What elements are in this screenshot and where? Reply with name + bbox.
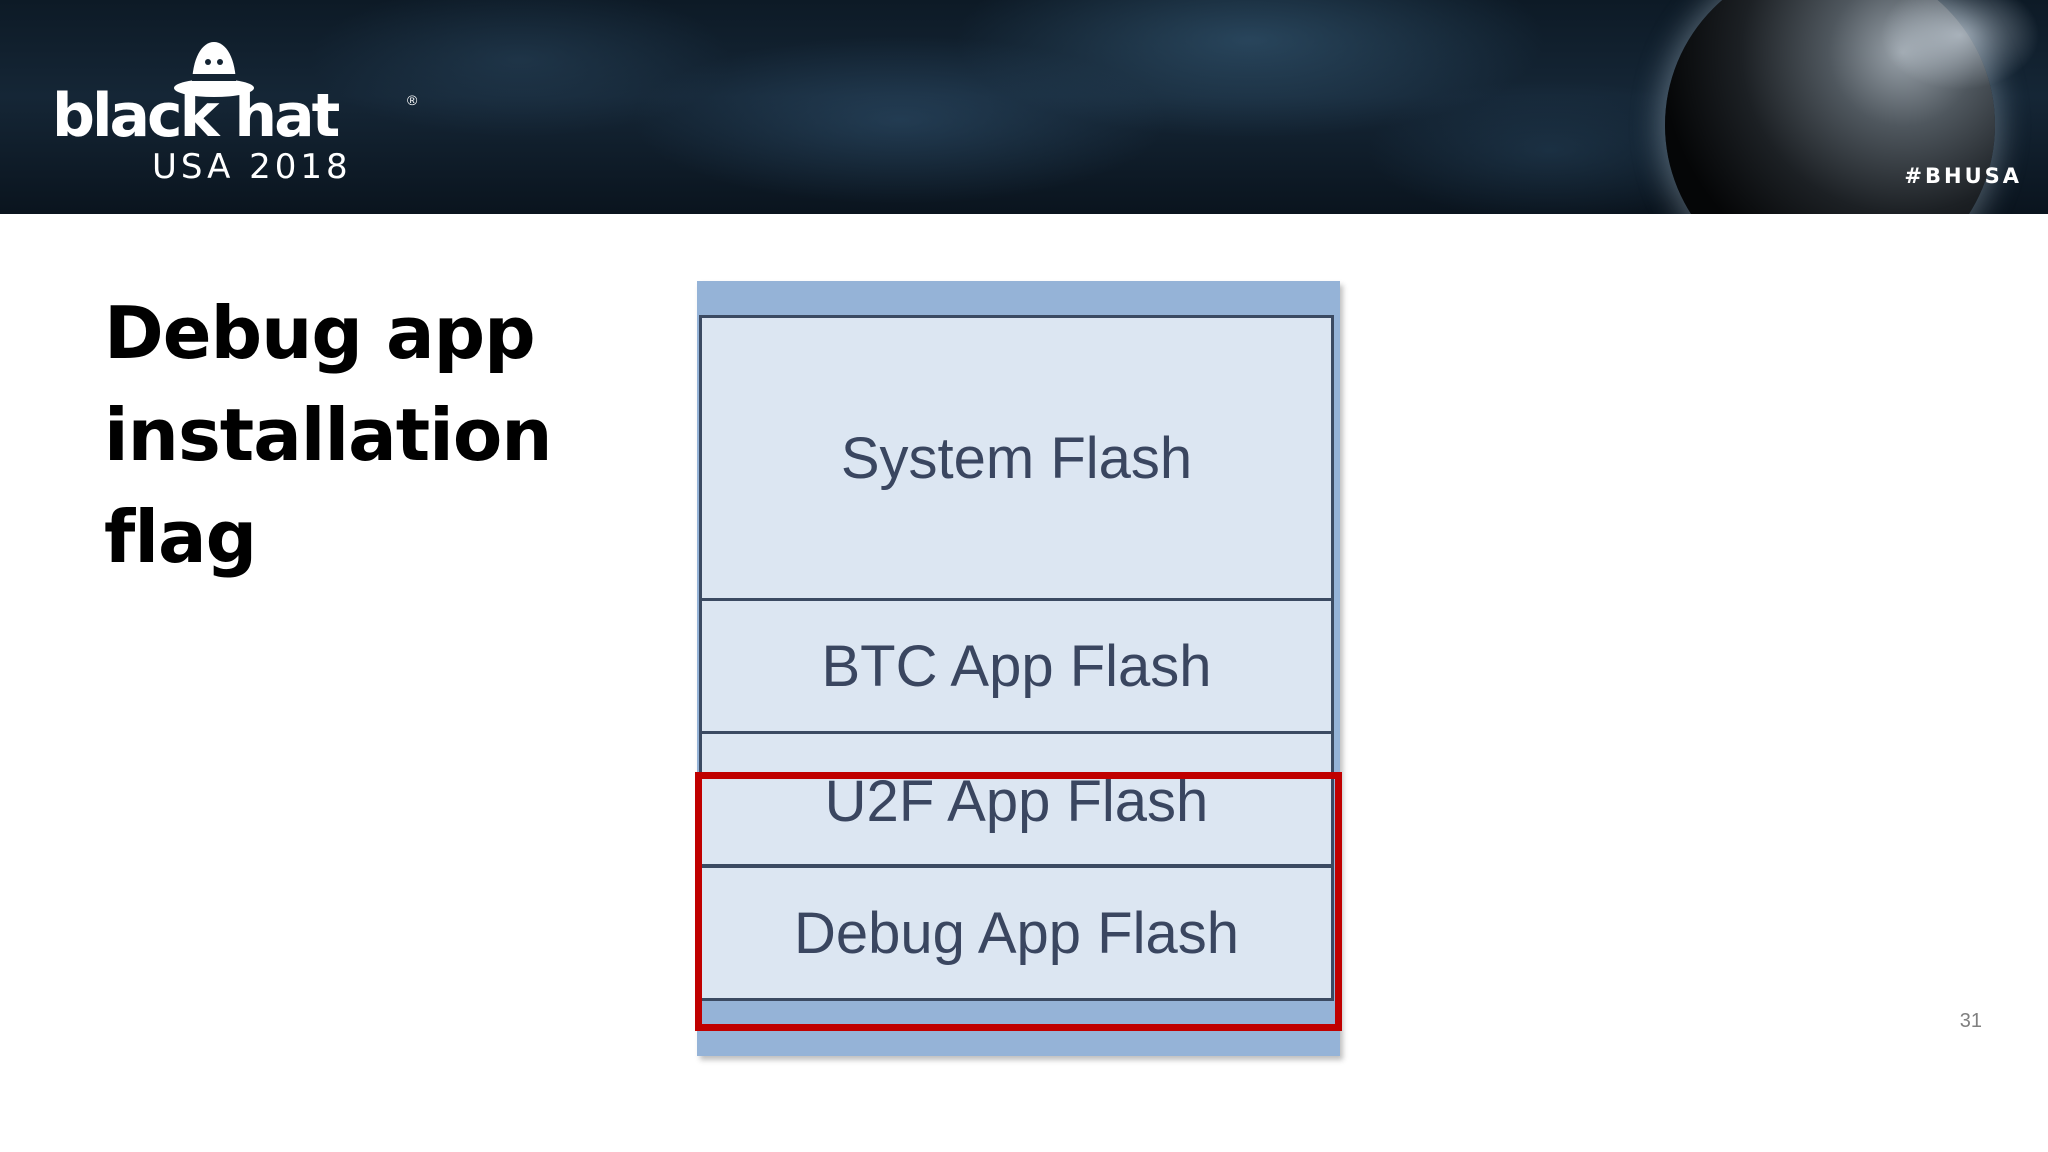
title-line-3: flag bbox=[104, 495, 257, 579]
region-debug-app-flash: Debug App Flash bbox=[699, 865, 1334, 1001]
slide-title: Debug app installation flag bbox=[104, 282, 624, 588]
region-system-flash: System Flash bbox=[699, 315, 1334, 601]
title-line-1: Debug app bbox=[104, 291, 536, 375]
region-btc-app-flash: BTC App Flash bbox=[699, 598, 1334, 734]
logo-registered-mark: ® bbox=[407, 92, 418, 108]
black-hat-logo: black hat ® USA 2018 bbox=[52, 38, 432, 188]
hashtag: #BHUSA bbox=[1904, 164, 2022, 188]
region-u2f-app-flash: U2F App Flash bbox=[699, 731, 1334, 867]
region-label: Debug App Flash bbox=[794, 900, 1239, 966]
moon-glow bbox=[1880, 0, 2040, 90]
memory-map-diagram: System Flash BTC App Flash U2F App Flash… bbox=[697, 281, 1340, 1056]
region-label: BTC App Flash bbox=[821, 633, 1212, 699]
header-banner: black hat ® USA 2018 #BHUSA bbox=[0, 0, 2048, 214]
logo-wordmark: black hat bbox=[52, 81, 340, 151]
page-number: 31 bbox=[1959, 1010, 1982, 1032]
region-label: System Flash bbox=[840, 425, 1193, 491]
logo-event-name: USA 2018 bbox=[152, 147, 352, 187]
region-label: U2F App Flash bbox=[824, 768, 1209, 834]
title-line-2: installation bbox=[104, 393, 553, 477]
highlight-box bbox=[695, 772, 1342, 1031]
hat-icon bbox=[174, 42, 254, 97]
